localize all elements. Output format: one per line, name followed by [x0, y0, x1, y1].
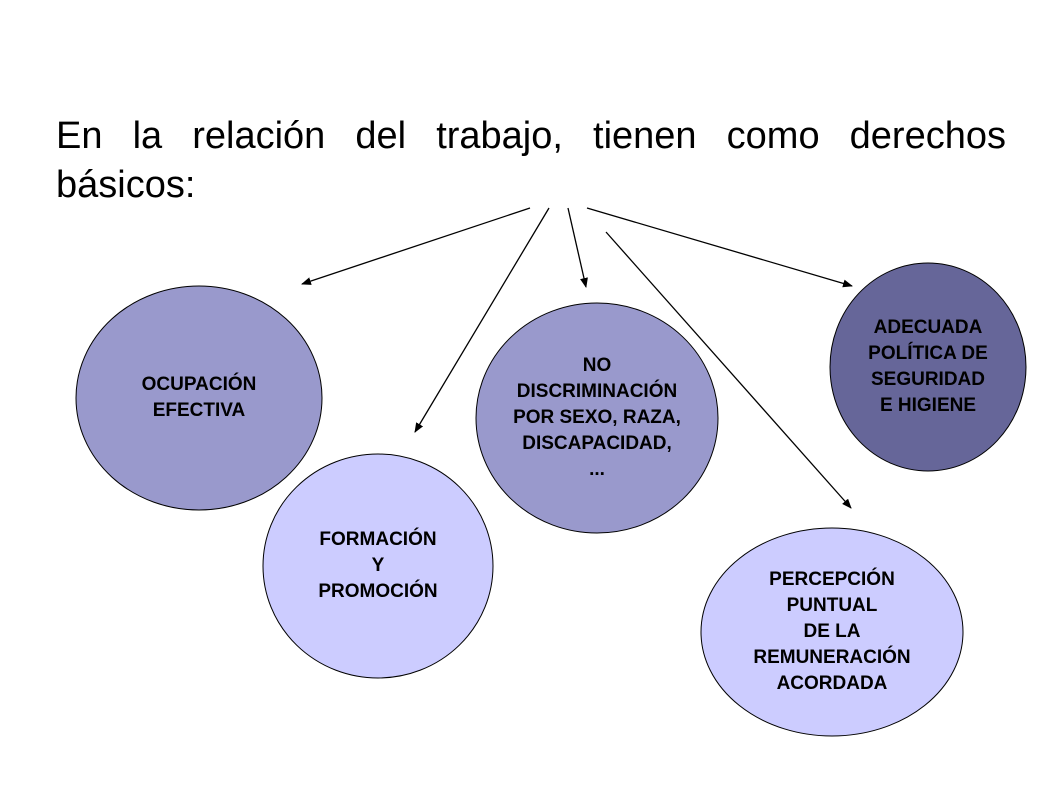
- node-no-discriminacion-label: NO DISCRIMINACIÓN POR SEXO, RAZA, DISCAPACI…: [476, 303, 718, 533]
- arrow-4: [605, 231, 852, 509]
- node-adecuada-line: POLÍTICA DE: [868, 343, 988, 364]
- node-formacion-label: FORMACIÓN Y PROMOCIÓN: [263, 454, 493, 678]
- node-formacion-ellipse: [262, 453, 494, 679]
- node-ocupacion-ellipse: [75, 285, 323, 511]
- node-no-discriminacion-line: POR SEXO, RAZA,: [513, 407, 681, 428]
- node-percepcion-line: REMUNERACIÓN: [753, 647, 911, 668]
- node-formacion-line: PROMOCIÓN: [318, 581, 438, 602]
- node-percepcion-line: PUNTUAL: [786, 595, 878, 616]
- node-percepcion-line: ACORDADA: [776, 673, 888, 694]
- node-no-discriminacion-line: DISCAPACIDAD,: [522, 433, 672, 454]
- node-percepcion-line: DE LA: [803, 621, 861, 642]
- node-percepcion-label: PERCEPCIÓN PUNTUAL DE LA REMUNERACIÓN ACORDA…: [701, 528, 963, 736]
- arrow-1: [301, 207, 531, 285]
- node-no-discriminacion-ellipse: [475, 302, 719, 534]
- node-no-discriminacion-line: NO: [582, 355, 612, 376]
- node-adecuada-line: SEGURIDAD: [870, 369, 985, 390]
- arrow-5: [586, 207, 853, 288]
- node-ocupacion-line: EFECTIVA: [152, 400, 246, 421]
- node-adecuada-line: E HIGIENE: [879, 395, 977, 416]
- node-adecuada-label: ADECUADA POLÍTICA DE SEGURIDAD E HIGIENE: [830, 263, 1026, 471]
- node-adecuada-ellipse: [829, 262, 1027, 472]
- node-formacion-line: FORMACIÓN: [319, 529, 437, 550]
- slide-heading: En la relación del trabajo, tienen como …: [56, 115, 1006, 206]
- node-no-discriminacion-line: ...: [589, 459, 605, 480]
- arrow-3: [567, 207, 588, 288]
- node-percepcion-line: PERCEPCIÓN: [769, 569, 895, 590]
- node-adecuada-line: ADECUADA: [873, 317, 983, 338]
- arrow-2: [414, 207, 550, 433]
- node-percepcion-ellipse: [700, 527, 964, 737]
- node-ocupacion-label: OCUPACIÓN EFECTIVA: [76, 286, 322, 510]
- node-ocupacion-line: OCUPACIÓN: [141, 374, 257, 395]
- node-formacion-line: Y: [371, 555, 385, 576]
- node-no-discriminacion-line: DISCRIMINACIÓN: [516, 381, 678, 402]
